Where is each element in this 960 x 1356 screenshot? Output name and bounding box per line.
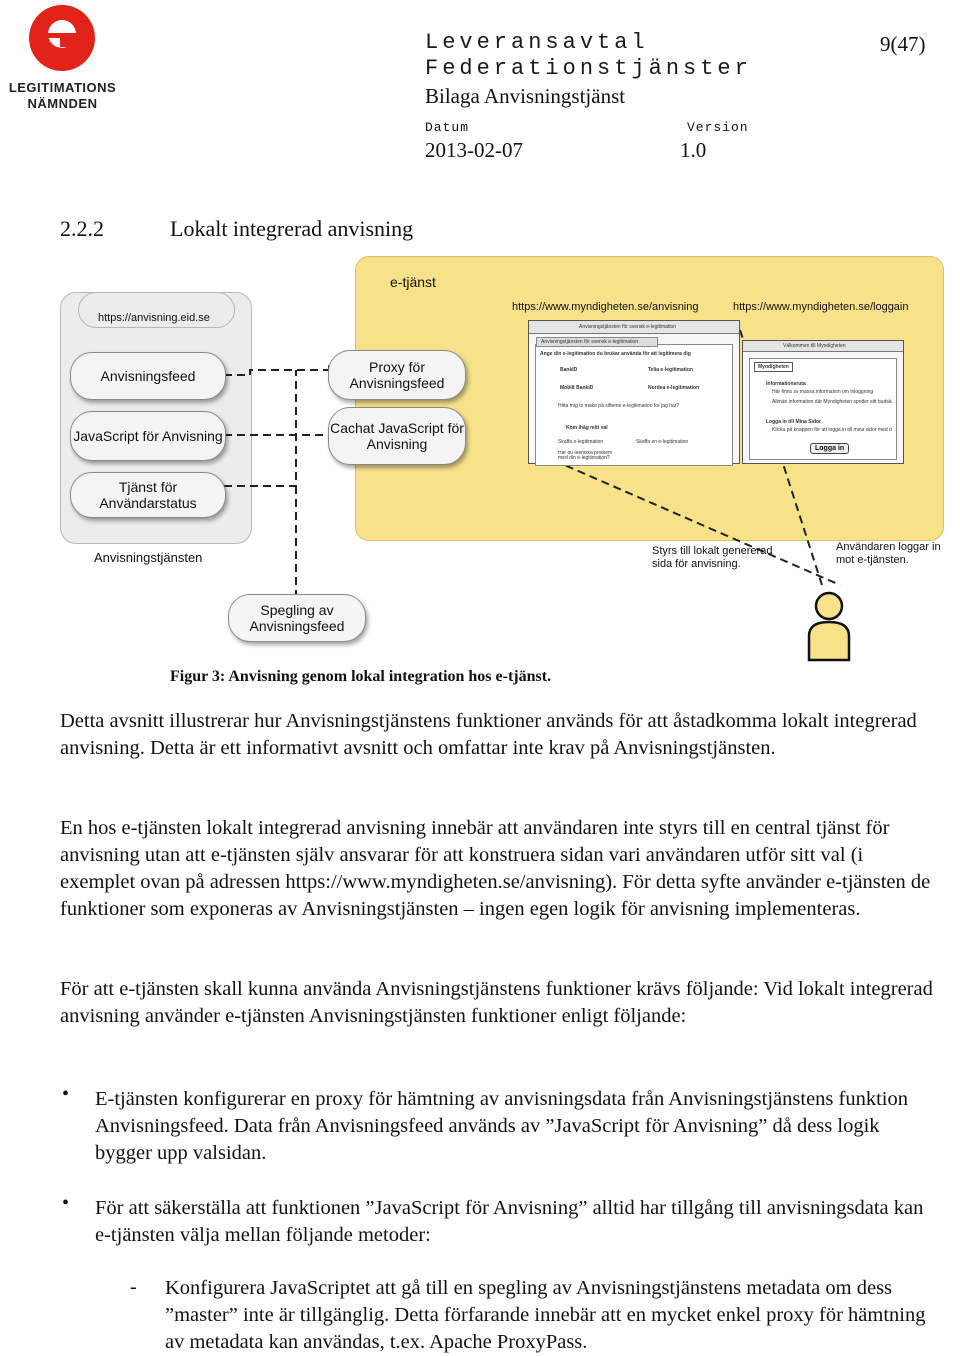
version-label: Version: [687, 120, 749, 135]
paragraph-1: Detta avsnitt illustrerar hur Anvisnings…: [60, 710, 917, 759]
dash-marker: -: [130, 1276, 137, 1298]
styrs-label: Styrs till lokalt genererad sida för anv…: [652, 545, 773, 570]
user-icon: [807, 591, 851, 662]
browser1-title: Anvisningstjänsten för svensk e-legitima…: [579, 324, 676, 330]
browser-titlebar: Anvisningstjänsten för svensk e-legitima…: [529, 321, 739, 334]
bullet-item-1: E-tjänsten konfigurerar en proxy för häm…: [95, 1088, 908, 1164]
eid-url-label: https://anvisning.eid.se: [98, 312, 210, 324]
browser1-tab: Anvisningstjänsten för svensk e-legitima…: [541, 339, 638, 345]
anvisning-url-label: https://www.myndigheten.se/anvisning: [512, 301, 699, 313]
section-title: Lokalt integrerad anvisning: [170, 216, 414, 241]
option-bankid[interactable]: BankID: [560, 367, 578, 373]
bullet-item-2: För att säkerställa att funktionen ”Java…: [95, 1197, 924, 1246]
node-tjanst-for-anvandarstatus: Tjänst för Användarstatus: [70, 472, 226, 518]
paragraph-2: En hos e-tjänsten lokalt integrerad anvi…: [60, 817, 931, 920]
eid-url-tab: [78, 292, 235, 328]
browser1-link3[interactable]: Skaffa en e-legitimation: [636, 439, 689, 445]
date-label: Datum: [425, 120, 470, 135]
browser1-heading: Ange din e-legitimation du brukar använd…: [540, 351, 691, 357]
browser1-content: Anvisningstjänsten för svensk e-legitima…: [535, 337, 733, 466]
browser2-info-text2: Allmän information där Myndigheten sprid…: [772, 399, 892, 405]
option-mobilt-bankid[interactable]: Mobilt BankID: [560, 385, 594, 391]
bullet-dot: •: [62, 1083, 70, 1105]
browser2-login-heading: Logga in till Mina Sidor: [766, 419, 821, 425]
page-number: 9(47): [880, 32, 926, 56]
node-spegling-av-anvisningsfeed: Spegling av Anvisningsfeed: [228, 594, 366, 642]
etjanst-label: e-tjänst: [390, 274, 436, 290]
browser1-link2[interactable]: Skaffa e-legitimation: [558, 439, 604, 445]
browser1-link1[interactable]: Hitta mig to make på sifteme e-legitimat…: [558, 403, 680, 409]
figure-caption: Figur 3: Anvisning genom lokal integrati…: [170, 668, 552, 685]
browser2-login-text: Klicka på knappen för att logga in till …: [772, 427, 892, 433]
browser-anvisning-page: Anvisningstjänsten för svensk e-legitima…: [528, 320, 740, 466]
browser2-info-heading: Informationsruta: [766, 381, 806, 387]
loggain-url-label: https://www.myndigheten.se/loggain: [733, 301, 909, 313]
node-javascript-for-anvisning: JavaScript för Anvisning: [70, 411, 226, 461]
option-nordea[interactable]: Nordea e-legitimation: [648, 385, 700, 391]
browser1-link4[interactable]: Har du tekniska problem med din e-legiti…: [558, 451, 613, 461]
dash-item-1: Konfigurera JavaScriptet att gå till en …: [165, 1277, 926, 1353]
bullet-dot: •: [62, 1192, 70, 1214]
anvandaren-label: Användaren loggar in mot e-tjänsten.: [836, 541, 941, 566]
browser2-info-text: Här finns sv massa information om inlogg…: [772, 389, 874, 395]
doc-subtitle: Bilaga Anvisningstjänst: [425, 84, 626, 108]
node-proxy-for-anvisningsfeed: Proxy för Anvisningsfeed: [328, 350, 466, 400]
option-telia[interactable]: Telia e-legitimation: [648, 367, 693, 373]
section-number: 2.2.2: [60, 216, 104, 241]
doc-title-line2: Federationstjänster: [425, 56, 752, 81]
doc-title-line1: Leveransavtal: [425, 30, 649, 55]
logo-text-line1: LEGITIMATIONS: [8, 80, 117, 95]
node-anvisningsfeed: Anvisningsfeed: [70, 352, 226, 400]
node-cachat-javascript: Cachat JavaScript för Anvisning: [328, 407, 466, 465]
browser-loggain-page: Välkommen till Myndigheten Myndigheten I…: [742, 340, 904, 464]
logga-in-button[interactable]: Logga in: [810, 443, 850, 454]
browser2-brand: Myndigheten: [754, 362, 793, 372]
legitimationsnamnden-logo: LEGITIMATIONS NÄMNDEN: [0, 0, 125, 115]
architecture-diagram: e-tjänst https://anvisning.eid.se https:…: [60, 250, 945, 670]
anvisningstjansten-label: Anvisningstjänsten: [94, 550, 203, 565]
browser2-title: Välkommen till Myndigheten: [783, 343, 846, 349]
date-value: 2013-02-07: [425, 138, 523, 162]
paragraph-3: För att e-tjänsten skall kunna använda A…: [60, 978, 933, 1027]
logo-text-line2: NÄMNDEN: [27, 96, 98, 111]
remember-choice[interactable]: Kom ihåg mitt val: [566, 425, 608, 431]
version-value: 1.0: [680, 138, 707, 162]
